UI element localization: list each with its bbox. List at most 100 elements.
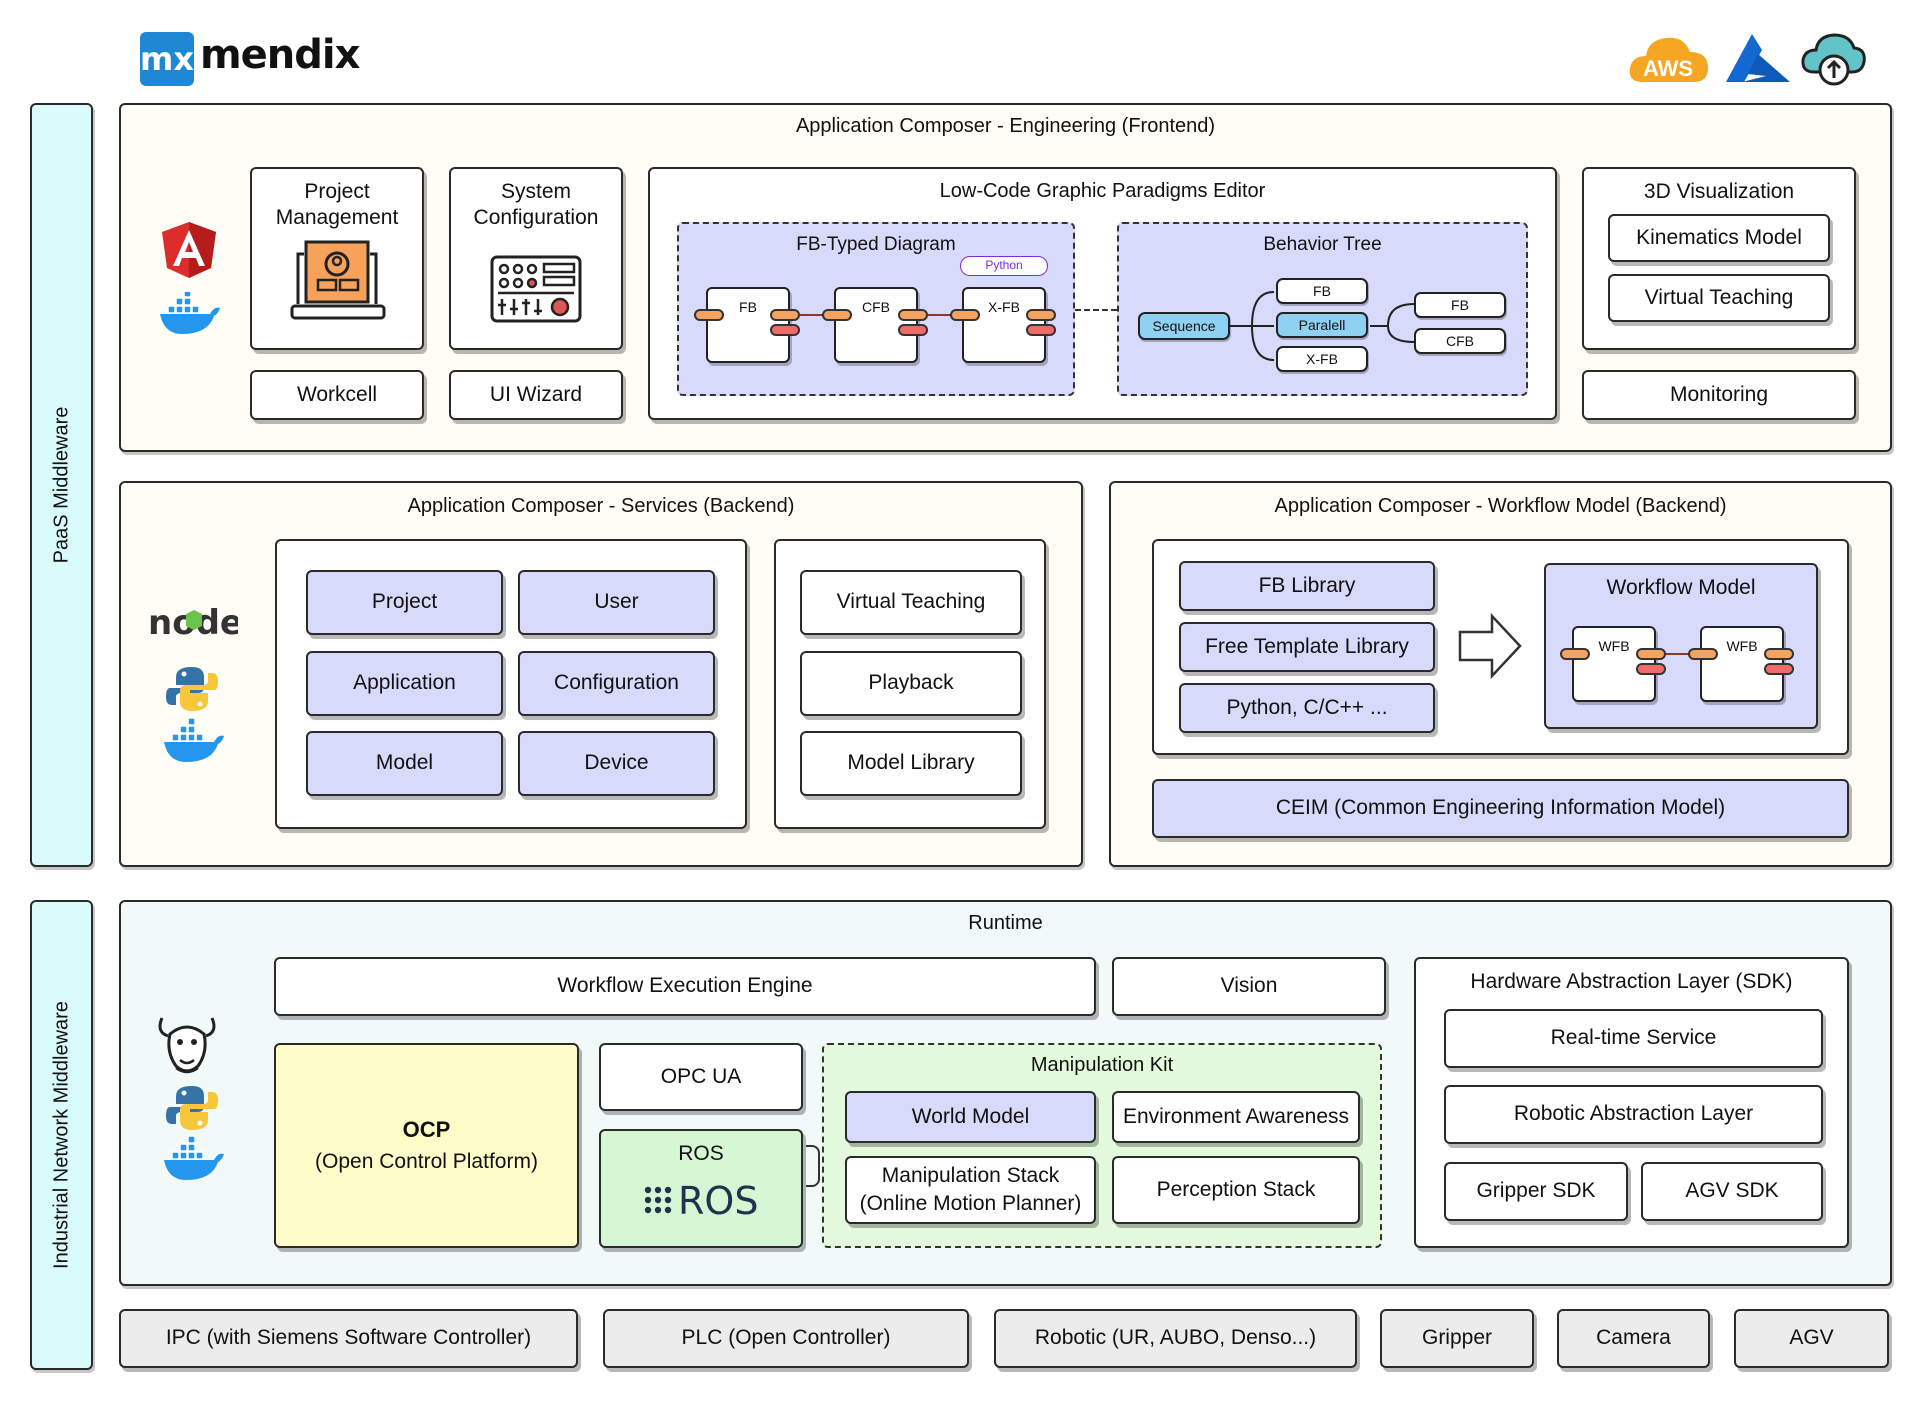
workcell-button[interactable]: Workcell xyxy=(250,370,424,420)
system-configuration-label: System Configuration xyxy=(473,180,599,230)
fb-connector xyxy=(800,314,834,316)
angular-icon xyxy=(160,220,218,280)
project-management-icon xyxy=(290,240,386,330)
project-management-label: Project Management xyxy=(275,180,399,230)
project-management-card[interactable]: Project Management xyxy=(250,167,424,350)
wfb2-output-port xyxy=(1764,648,1794,660)
plc-hardware-button[interactable]: PLC (Open Controller) xyxy=(603,1309,969,1368)
3d-visualization-title: 3D Visualization xyxy=(1643,180,1795,203)
model-service-button[interactable]: Model xyxy=(306,731,503,796)
fb-output-port xyxy=(770,309,800,321)
docker-icon-services xyxy=(162,718,226,764)
wfb2-output-port-2 xyxy=(1764,663,1794,675)
virtual-teaching-viz-button[interactable]: Virtual Teaching xyxy=(1608,274,1830,322)
world-model-button[interactable]: World Model xyxy=(845,1091,1096,1143)
manipulation-stack-card[interactable]: Manipulation Stack (Online Motion Planne… xyxy=(845,1156,1096,1224)
free-template-library-button[interactable]: Free Template Library xyxy=(1179,622,1435,672)
configuration-service-button[interactable]: Configuration xyxy=(518,651,715,716)
azure-icon xyxy=(1722,30,1792,86)
opc-ua-button[interactable]: OPC UA xyxy=(599,1043,803,1111)
mendix-logo: mx mendix xyxy=(140,30,360,88)
perception-stack-button[interactable]: Perception Stack xyxy=(1112,1156,1360,1224)
ros-label: ROS xyxy=(678,1142,724,1165)
nodejs-icon: node xyxy=(148,602,238,642)
python-c-button[interactable]: Python, C/C++ ... xyxy=(1179,683,1435,733)
project-service-button[interactable]: Project xyxy=(306,570,503,635)
cfb-input-port xyxy=(822,309,852,321)
ocp-card[interactable]: OCP (Open Control Platform) xyxy=(274,1043,579,1248)
fb-node-label: FB xyxy=(739,299,757,315)
bt-paralell-node[interactable]: Paralell xyxy=(1276,312,1368,338)
xfb-node-label: X-FB xyxy=(988,299,1020,315)
manipulation-stack-title: Manipulation Stack xyxy=(881,1163,1060,1187)
cfb-node-label: CFB xyxy=(862,299,890,315)
paas-middleware-sidebar: PaaS Middleware xyxy=(30,103,93,867)
paas-middleware-label: PaaS Middleware xyxy=(50,406,72,564)
aws-cloud-icon: AWS xyxy=(1628,30,1710,88)
wfb1-output-port xyxy=(1636,648,1666,660)
bt-cfb-node[interactable]: CFB xyxy=(1414,328,1506,354)
control-panel-icon xyxy=(490,255,582,323)
agv-sdk-button[interactable]: AGV SDK xyxy=(1641,1162,1823,1221)
services-title: Application Composer - Services (Backend… xyxy=(407,495,795,517)
vision-button[interactable]: Vision xyxy=(1112,957,1386,1016)
camera-hardware-button[interactable]: Camera xyxy=(1557,1309,1710,1368)
behavior-tree-title: Behavior Tree xyxy=(1263,234,1382,255)
industrial-middleware-sidebar: Industrial Network Middleware xyxy=(30,900,93,1370)
robotic-abstraction-button[interactable]: Robotic Abstraction Layer xyxy=(1444,1085,1823,1144)
gripper-hardware-button[interactable]: Gripper xyxy=(1380,1309,1534,1368)
gnu-icon xyxy=(154,1010,220,1076)
ros-logo-text: ROS xyxy=(678,1180,758,1223)
diagram-link xyxy=(1075,309,1117,311)
ros-card[interactable]: ROS xyxy=(599,1129,803,1248)
runtime-title: Runtime xyxy=(968,912,1043,934)
xfb-input-port xyxy=(950,309,980,321)
bt-fb2-node[interactable]: FB xyxy=(1414,292,1506,318)
ui-wizard-button[interactable]: UI Wizard xyxy=(449,370,623,420)
mendix-mx-text: mx xyxy=(140,40,194,78)
xfb-output-port-2 xyxy=(1026,324,1056,336)
device-service-button[interactable]: Device xyxy=(518,731,715,796)
arrow-right-icon xyxy=(1458,612,1524,680)
fb-library-button[interactable]: FB Library xyxy=(1179,561,1435,611)
industrial-middleware-label: Industrial Network Middleware xyxy=(50,1001,72,1269)
virtual-teaching-service-button[interactable]: Virtual Teaching xyxy=(800,570,1022,635)
workflow-execution-engine-button[interactable]: Workflow Execution Engine xyxy=(274,957,1096,1016)
wfb-connector xyxy=(1666,653,1700,655)
bt-xfb-node[interactable]: X-FB xyxy=(1276,346,1368,372)
cfb-output-port-2 xyxy=(898,324,928,336)
gripper-sdk-button[interactable]: Gripper SDK xyxy=(1444,1162,1628,1221)
playback-service-button[interactable]: Playback xyxy=(800,651,1022,716)
bt-sequence-node[interactable]: Sequence xyxy=(1138,312,1230,340)
low-code-editor-title: Low-Code Graphic Paradigms Editor xyxy=(939,180,1266,202)
user-service-button[interactable]: User xyxy=(518,570,715,635)
ceim-button[interactable]: CEIM (Common Engineering Information Mod… xyxy=(1152,779,1849,838)
realtime-service-button[interactable]: Real-time Service xyxy=(1444,1009,1823,1068)
fb-input-port xyxy=(694,309,724,321)
python-icon-runtime xyxy=(164,1084,220,1132)
ros-logo: ROS xyxy=(642,1180,762,1228)
fb-output-port-2 xyxy=(770,324,800,336)
mendix-mx-badge: mx xyxy=(140,32,194,86)
bt-fb-node[interactable]: FB xyxy=(1276,278,1368,304)
robotic-hardware-button[interactable]: Robotic (UR, AUBO, Denso...) xyxy=(994,1309,1357,1368)
ipc-hardware-button[interactable]: IPC (with Siemens Software Controller) xyxy=(119,1309,578,1368)
agv-hardware-button[interactable]: AGV xyxy=(1734,1309,1889,1368)
wfb-node-2-label: WFB xyxy=(1726,638,1758,654)
python-icon xyxy=(164,665,220,713)
cfb-connector xyxy=(928,314,962,316)
kinematics-model-button[interactable]: Kinematics Model xyxy=(1608,214,1830,262)
docker-icon xyxy=(158,292,222,336)
manipulation-kit-title: Manipulation Kit xyxy=(1030,1054,1174,1076)
fb-typed-diagram-title: FB-Typed Diagram xyxy=(796,234,956,255)
cloud-upload-icon xyxy=(1800,30,1866,88)
docker-icon-runtime xyxy=(162,1136,226,1182)
cfb-output-port xyxy=(898,309,928,321)
python-tag: Python xyxy=(960,256,1048,276)
wfb1-input-port xyxy=(1560,648,1590,660)
application-service-button[interactable]: Application xyxy=(306,651,503,716)
environment-awareness-button[interactable]: Environment Awareness xyxy=(1112,1091,1360,1143)
ocp-subtitle: (Open Control Platform) xyxy=(315,1150,538,1174)
monitoring-button[interactable]: Monitoring xyxy=(1582,370,1856,420)
model-library-service-button[interactable]: Model Library xyxy=(800,731,1022,796)
